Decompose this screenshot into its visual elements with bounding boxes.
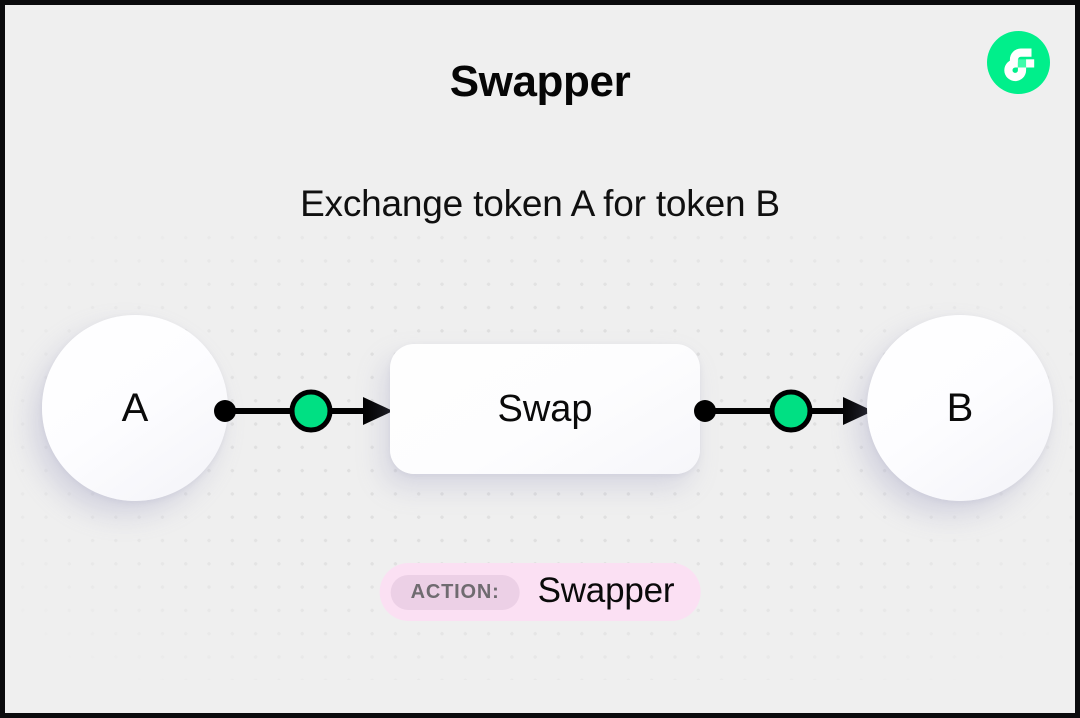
- page-title: Swapper: [449, 57, 631, 106]
- token-node-b[interactable]: B: [867, 315, 1053, 501]
- connector-a-to-swap: [211, 383, 393, 439]
- connector-swap-to-b: [691, 383, 873, 439]
- token-node-b-label: B: [946, 385, 974, 430]
- flow-logo-icon: [987, 31, 1050, 94]
- token-node-a-label: A: [121, 385, 149, 430]
- action-badge: ACTION: Swapper: [379, 563, 701, 621]
- swap-flow-diagram: A: [5, 5, 1075, 713]
- swap-action-box[interactable]: Swap: [390, 344, 700, 474]
- action-badge-value: Swapper: [537, 571, 675, 610]
- token-node-a[interactable]: A: [42, 315, 228, 501]
- swap-action-box-label: Swap: [497, 387, 593, 430]
- action-badge-key: ACTION:: [390, 574, 520, 610]
- page-subtitle: Exchange token A for token B: [300, 183, 780, 224]
